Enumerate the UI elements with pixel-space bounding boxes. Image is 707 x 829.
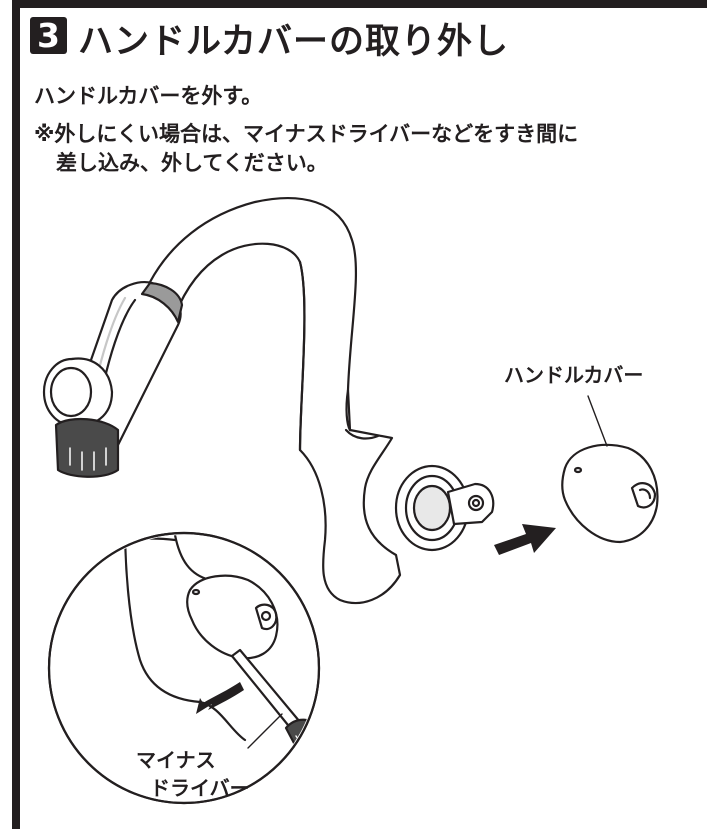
note-line-1: ※外しにくい場合は、マイナスドライバーなどをすき間に: [34, 122, 579, 146]
faucet-spout: [148, 196, 402, 605]
handle-cover-label: ハンドルカバー: [504, 363, 644, 387]
instruction-text: ハンドルカバーを外す。: [34, 84, 263, 108]
screwdriver-label-line-1: マイナス: [136, 748, 216, 772]
pry-direction-arrow: [196, 682, 244, 714]
handle-base: [394, 464, 495, 552]
step-title: ハンドルカバーの取り外し: [78, 22, 509, 62]
handle-cover-leader-line: [587, 395, 608, 447]
frame-top-border: [12, 0, 707, 8]
handle-cover-part: [561, 443, 659, 544]
magnified-detail-circle: [47, 531, 321, 805]
remove-direction-arrow: [494, 524, 556, 555]
screwdriver-label-line-2: ドライバー: [150, 776, 250, 800]
note-text: ※外しにくい場合は、マイナスドライバーなどをすき間に 差し込み、外してください。: [34, 120, 578, 178]
screwdriver-leader-line: [247, 713, 283, 749]
spray-nozzle: [42, 357, 120, 478]
step-number-badge: 3: [30, 17, 67, 54]
frame-left-border: [12, 0, 20, 829]
note-line-2: 差し込み、外してください。: [56, 151, 328, 175]
